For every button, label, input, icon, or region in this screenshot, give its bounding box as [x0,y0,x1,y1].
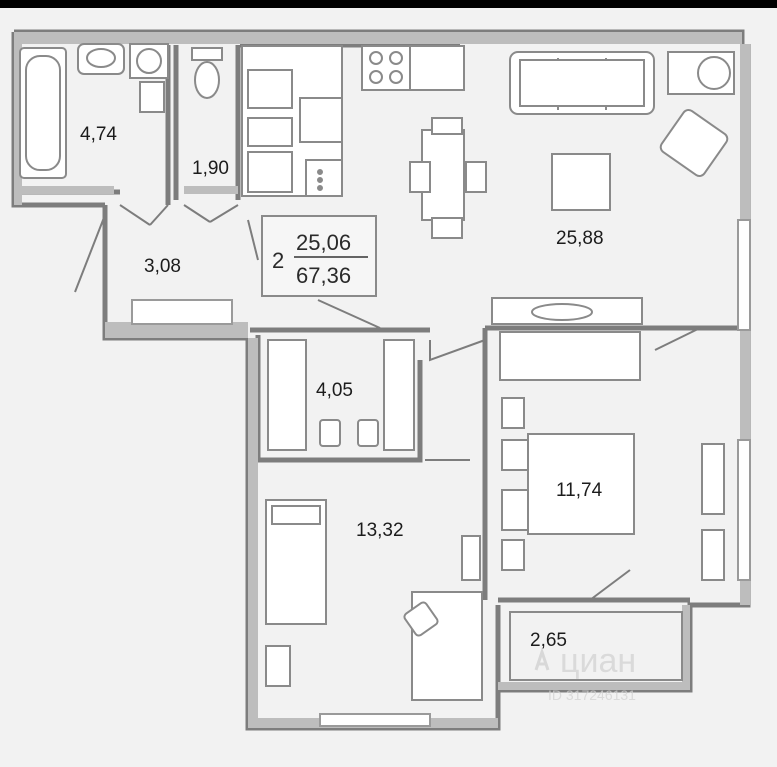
area-label-wardrobe: 4,05 [316,380,353,401]
watermark-listing-id: ID 317246131 [548,687,636,703]
double-bed [527,433,635,535]
counter-right [409,45,465,91]
watermark: циан ID 317246131 [534,642,636,703]
area-label-balcony: 2,65 [530,630,567,651]
door-bath [119,204,169,226]
area-label-bedroom-2: 11,74 [556,480,603,501]
door-balcony [589,569,631,601]
nightstand [265,645,291,687]
window-living-right [737,219,751,331]
toilet-bowl [194,61,220,99]
window-bedroom1-bottom [319,713,431,727]
door-living [429,339,486,362]
rooms-count: 2 [272,248,284,273]
cian-logo-icon [534,647,550,671]
area-label-kitchen-living: 25,88 [556,228,604,249]
door-hall [74,214,259,293]
watermark-brand: циан [560,642,636,680]
armchair [659,108,729,178]
area-label-bathroom: 4,74 [80,124,117,145]
door-corridor [317,299,381,329]
area-label-bedroom-1: 13,32 [356,520,404,541]
living-area: 25,06 [296,230,351,255]
summary-box [261,215,377,297]
wall-bedroom2-top [482,325,740,600]
total-area: 67,36 [296,263,351,288]
balcony-area [509,611,683,681]
furniture [19,43,735,701]
radiator [461,535,481,581]
area-label-hall: 3,08 [144,256,181,277]
closet-bedroom2 [499,331,641,381]
area-summary: 2 25,06 67,36 [261,215,377,297]
window-hall [131,299,233,325]
dresser [701,443,725,515]
desk-chair [403,601,439,637]
room-labels: 4,74 1,90 3,08 25,88 4,05 13,32 11,74 2,… [80,124,604,651]
door-bedroom2 [654,327,701,351]
door-toilet [183,204,239,223]
wardrobe-shelf [267,339,307,451]
window-bedroom2-right [737,439,751,581]
doors [74,204,701,601]
stove [361,45,411,91]
area-label-toilet: 1,90 [192,158,229,179]
sink [299,97,343,143]
oven [305,159,343,197]
top-bar [0,0,777,8]
coffee-table [551,153,611,211]
toilet-tank [191,47,223,61]
